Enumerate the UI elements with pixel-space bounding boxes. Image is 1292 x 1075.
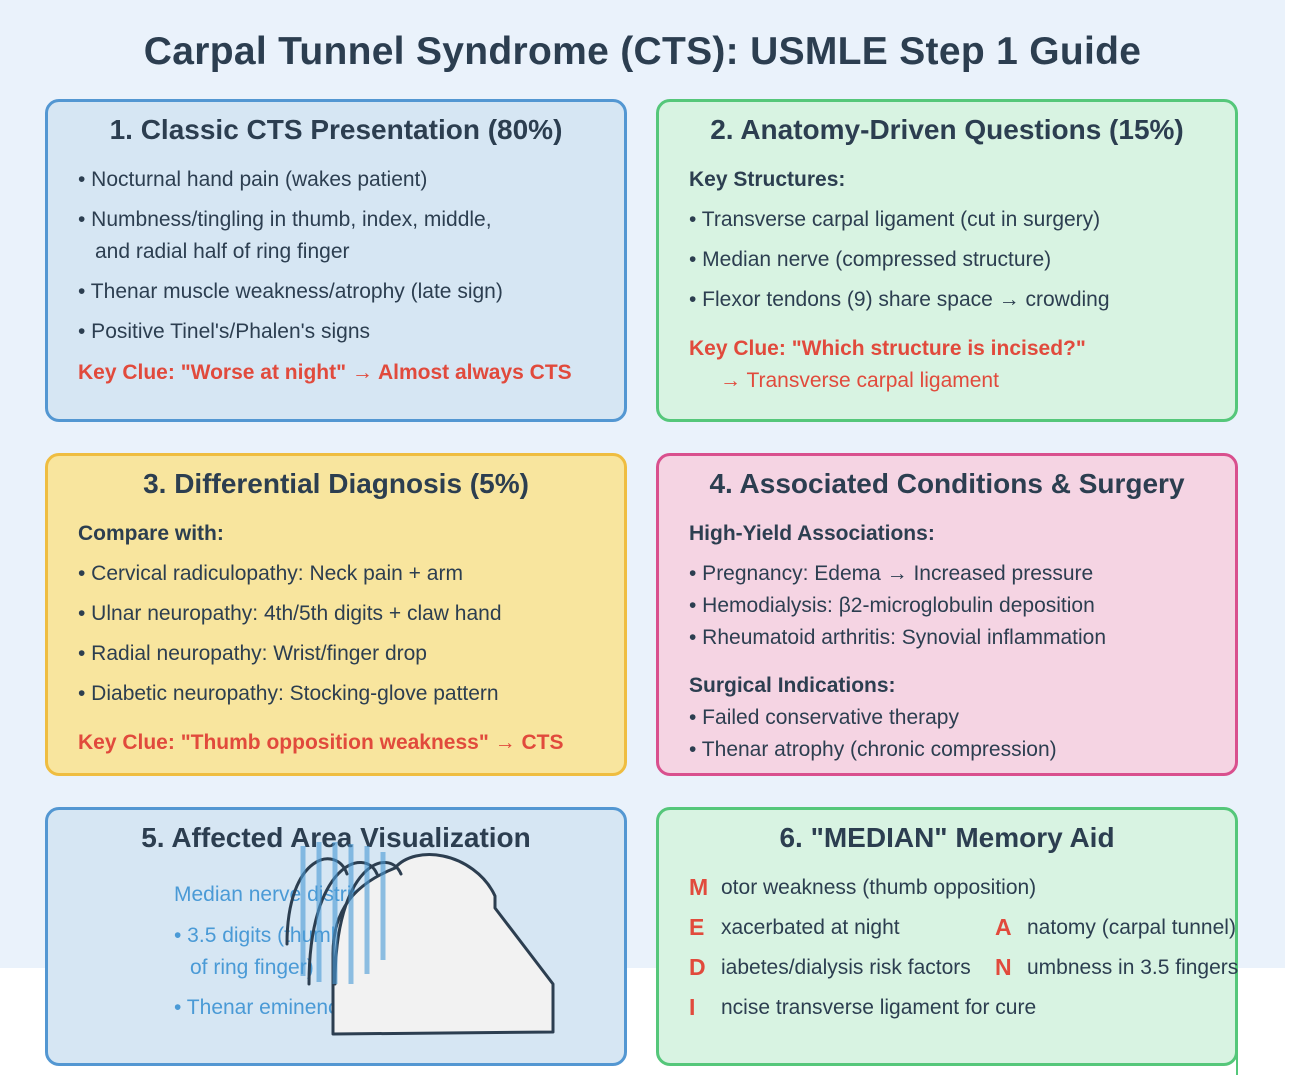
card3-heading: 3. Differential Diagnosis (5%) <box>143 468 529 499</box>
card1-bullet: • Nocturnal hand pain (wakes patient) <box>78 168 428 191</box>
mnemonic-letter-d: D <box>689 954 706 980</box>
card1-bullet-continued: and radial half of ring finger <box>95 240 350 263</box>
card2-subheading: Key Structures: <box>689 168 846 191</box>
card2-key-answer: → Transverse carpal ligament <box>720 369 999 392</box>
page-title: Carpal Tunnel Syndrome (CTS): USMLE Step… <box>143 30 1142 73</box>
mnemonic-letter-e: E <box>689 914 705 940</box>
card1-bullet: • Positive Tinel's/Phalen's signs <box>78 320 371 343</box>
card6-border-extension <box>1236 1025 1238 1075</box>
card1-heading: 1. Classic CTS Presentation (80%) <box>109 114 563 145</box>
card4-associations-heading: High-Yield Associations: <box>689 522 935 545</box>
card1-bullet: • Thenar muscle weakness/atrophy (late s… <box>78 280 503 303</box>
card1-key-clue: Key Clue: "Worse at night" → Almost alwa… <box>78 361 572 384</box>
card5-line: of ring finger) <box>190 956 314 979</box>
mnemonic-text-m: otor weakness (thumb opposition) <box>721 876 1037 899</box>
mnemonic-text-a: natomy (carpal tunnel) <box>1027 916 1236 939</box>
card3-bullet: • Cervical radiculopathy: Neck pain + ar… <box>78 562 463 585</box>
mnemonic-text-e: xacerbated at night <box>721 916 900 939</box>
card2-heading: 2. Anatomy-Driven Questions (15%) <box>710 114 1184 145</box>
card-differential-diagnosis <box>45 453 627 776</box>
card2-bullet: • Transverse carpal ligament (cut in sur… <box>689 208 1101 231</box>
card2-bullet: • Median nerve (compressed structure) <box>689 248 1052 271</box>
card4-association: • Rheumatoid arthritis: Synovial inflamm… <box>689 626 1107 649</box>
mnemonic-letter-m: M <box>689 874 709 900</box>
card4-surgery-heading: Surgical Indications: <box>689 674 896 697</box>
hand-illustration-icon <box>285 842 555 1036</box>
mnemonic-letter-i: I <box>689 994 696 1020</box>
card-anatomy-questions <box>656 99 1238 422</box>
card3-bullet: • Ulnar neuropathy: 4th/5th digits + cla… <box>78 602 502 625</box>
card3-subheading: Compare with: <box>78 522 224 545</box>
card6-heading: 6. "MEDIAN" Memory Aid <box>779 822 1115 853</box>
card-associated-conditions <box>656 453 1238 776</box>
card1-bullet: • Numbness/tingling in thumb, index, mid… <box>78 208 492 231</box>
median-nerve-lines <box>300 842 386 984</box>
mnemonic-text-d: iabetes/dialysis risk factors <box>721 956 971 979</box>
card4-association: • Hemodialysis: β2-microglobulin deposit… <box>689 594 1095 617</box>
card-median-memory-aid <box>656 807 1238 1066</box>
card-classic-presentation <box>45 99 627 422</box>
mnemonic-letter-a: A <box>995 914 1012 940</box>
card3-key-clue: Key Clue: "Thumb opposition weakness" → … <box>78 731 564 754</box>
card4-surgery-item: • Thenar atrophy (chronic compression) <box>689 738 1057 761</box>
card2-key-clue: Key Clue: "Which structure is incised?" <box>689 337 1086 360</box>
card3-bullet: • Diabetic neuropathy: Stocking-glove pa… <box>78 682 499 705</box>
card3-bullet: • Radial neuropathy: Wrist/finger drop <box>78 642 427 665</box>
card4-surgery-item: • Failed conservative therapy <box>689 706 959 729</box>
mnemonic-text-n: umbness in 3.5 fingers <box>1027 956 1239 979</box>
card2-bullet: • Flexor tendons (9) share space → crowd… <box>689 288 1110 311</box>
card4-association: • Pregnancy: Edema → Increased pressure <box>689 562 1094 585</box>
mnemonic-text-i: ncise transverse ligament for cure <box>721 996 1037 1019</box>
card4-heading: 4. Associated Conditions & Surgery <box>709 468 1185 499</box>
mnemonic-letter-n: N <box>995 954 1012 980</box>
